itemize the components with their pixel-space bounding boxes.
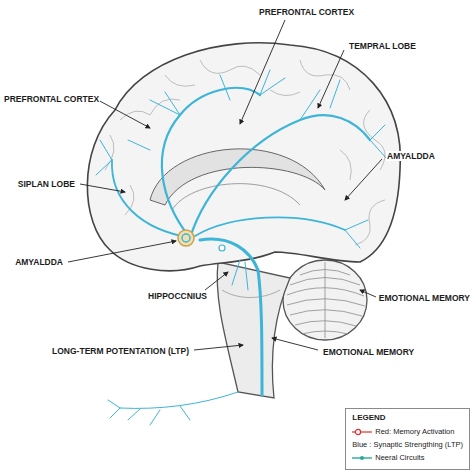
region-label: SIPLAN LOBE	[17, 179, 76, 189]
legend-text: Red: Memory Activation	[375, 427, 454, 436]
region-label: PREFRONTAL CORTEX	[3, 94, 100, 104]
legend-box: LEGEND Red: Memory ActivationBlue : Synap…	[345, 408, 470, 470]
region-label: EMOTIONAL MEMORY	[378, 293, 471, 303]
legend-text: Blue : Synaptic Strengthing (LTP)	[352, 440, 463, 449]
region-label: PREFRONTAL CORTEX	[258, 7, 355, 17]
region-label: AMYALDDA	[386, 151, 436, 161]
legend-text: Neeral Circuits	[375, 453, 424, 462]
region-label: EMOTIONAL MEMORY	[322, 347, 415, 357]
region-label: TEMPRAL LOBE	[348, 41, 417, 51]
legend-title: LEGEND	[352, 413, 463, 422]
legend-sample	[352, 428, 372, 436]
region-label: HIPPOCCNIUS	[147, 291, 208, 301]
process-label: LONG-TERM POTENTATION (LTP)	[51, 346, 190, 356]
legend-row: Neeral Circuits	[352, 451, 463, 464]
legend-sample	[352, 454, 372, 462]
legend-row: Red: Memory Activation	[352, 425, 463, 438]
legend-row: Blue : Synaptic Strengthing (LTP)	[352, 438, 463, 451]
region-label: AMYALDDA	[14, 257, 64, 267]
